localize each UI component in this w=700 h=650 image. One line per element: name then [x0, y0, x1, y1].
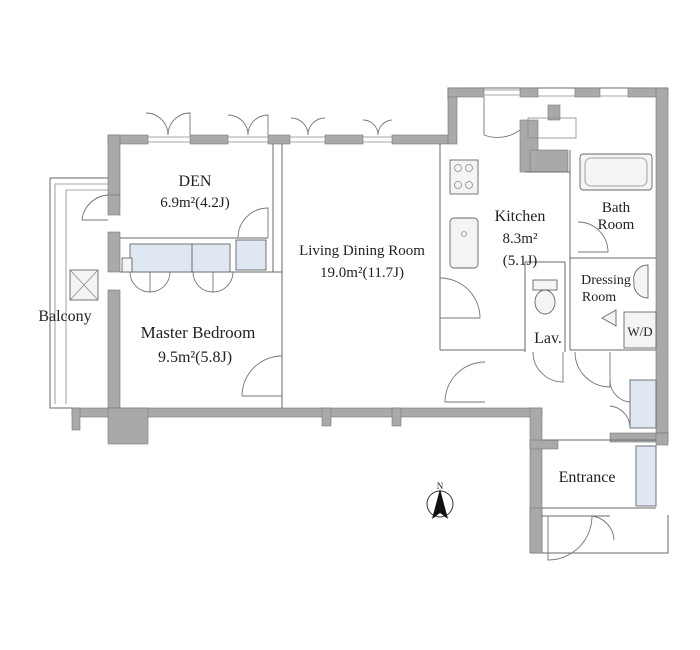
bath-label-2: Room	[598, 217, 635, 233]
dressing-label-2: Room	[582, 290, 616, 305]
dressing-label-1: Dressing	[581, 273, 631, 288]
lav-label: Lav.	[534, 330, 562, 347]
living-area: 19.0m²(11.7J)	[320, 265, 404, 281]
bedroom-closet	[129, 243, 231, 273]
doors	[81, 97, 631, 561]
den-area: 6.9m²(4.2J)	[160, 195, 230, 211]
bath-label-1: Bath	[602, 200, 631, 216]
wd-label: W/D	[627, 324, 652, 339]
living-name: Living Dining Room	[299, 243, 425, 259]
compass-label: N	[437, 481, 444, 491]
windows	[148, 89, 520, 143]
walls	[71, 87, 669, 554]
bathtub	[579, 153, 653, 191]
kitchen-sink	[449, 217, 479, 269]
kitchen-area: 8.3m²	[503, 231, 538, 247]
den-cabinet	[235, 239, 267, 271]
shoe-cabinet-upper	[629, 379, 657, 429]
partitions	[120, 144, 656, 517]
balcony-label: Balcony	[38, 308, 91, 325]
kitchen-area-j: (5.1J)	[503, 253, 538, 269]
master-area: 9.5m²(5.8J)	[158, 349, 232, 366]
toilet	[532, 279, 558, 291]
stove	[449, 159, 479, 195]
entrance-label: Entrance	[559, 469, 616, 486]
den-name: DEN	[179, 173, 212, 190]
room-labels: DEN 6.9m²(4.2J) Living Dining Room 19.0m…	[38, 173, 652, 486]
washer-dryer	[623, 311, 657, 349]
master-name: Master Bedroom	[141, 323, 256, 342]
shoe-cabinet-lower	[635, 445, 657, 507]
fixtures	[69, 117, 657, 507]
kitchen-name: Kitchen	[495, 208, 546, 225]
north-arrow-icon: N	[426, 481, 454, 519]
